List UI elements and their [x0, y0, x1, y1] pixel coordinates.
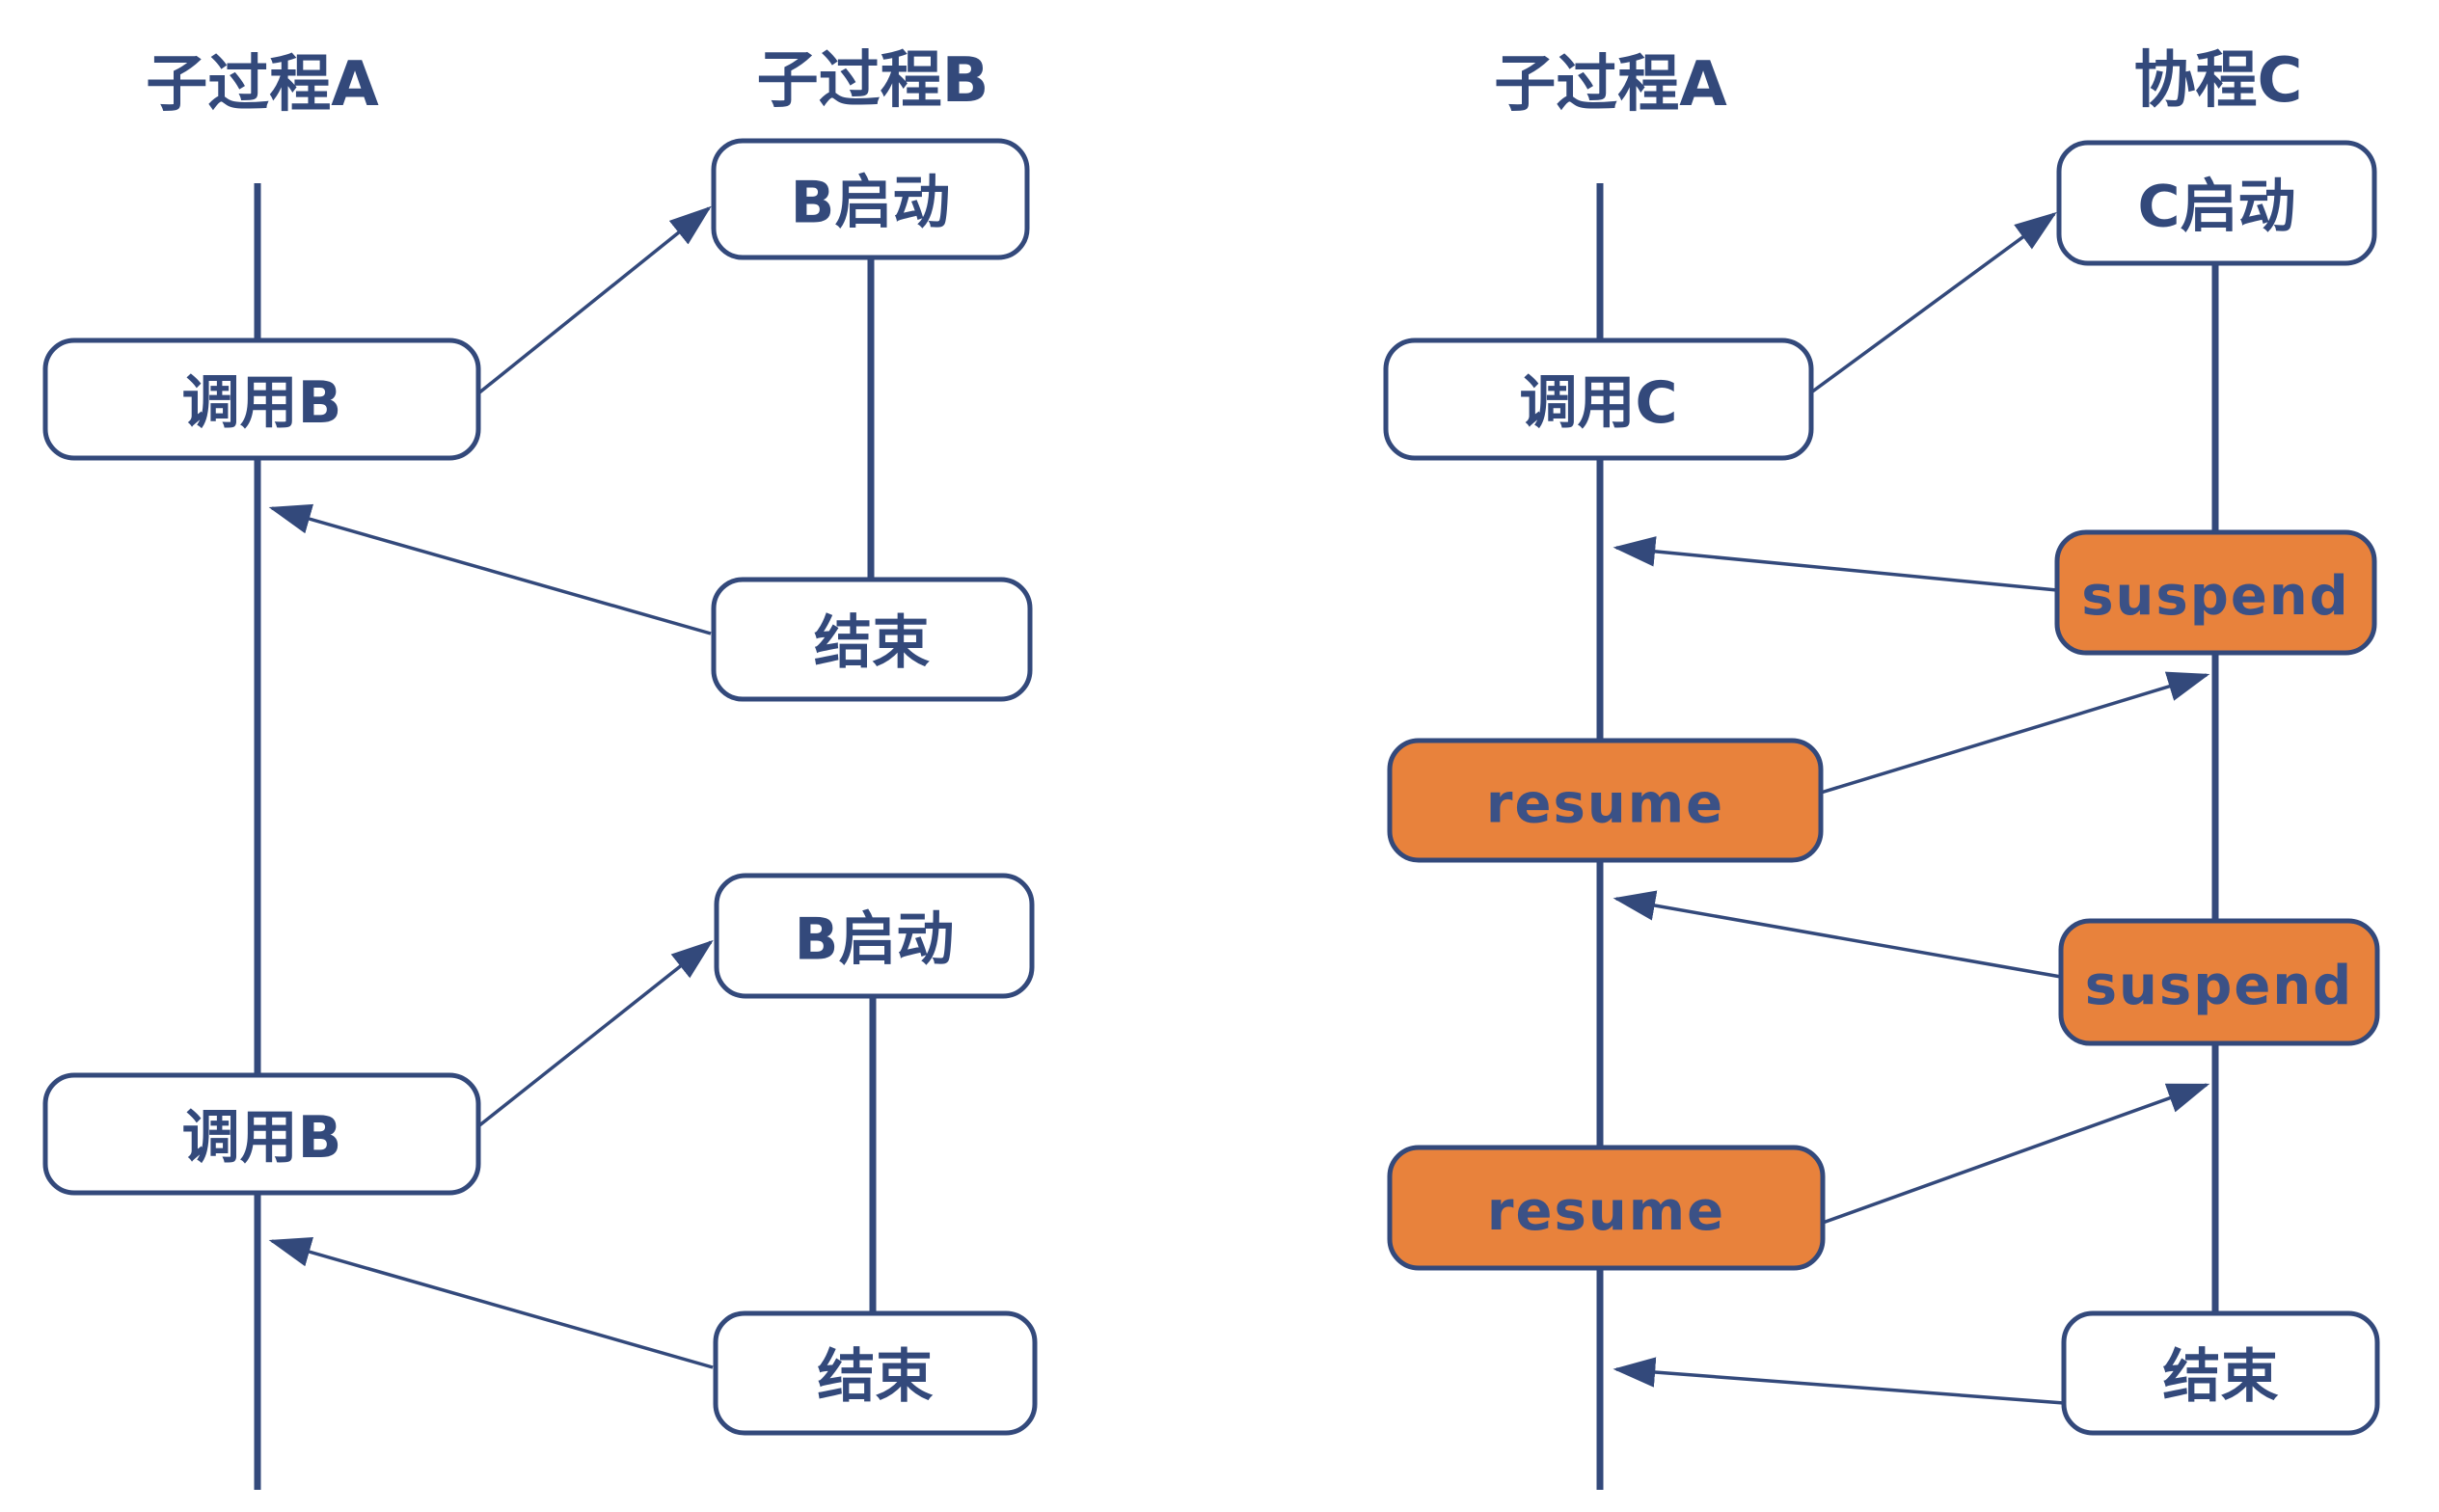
box-suspend-2: suspend	[2058, 918, 2380, 1046]
box-end-c-shape	[2061, 1310, 2380, 1436]
actor-subprocess-b: 子过程B	[757, 45, 989, 117]
box-suspend-1-label: suspend	[2081, 565, 2350, 628]
box-b-start-1: B启动	[711, 138, 1030, 260]
arrow-suspend2-to-A	[1612, 890, 2062, 979]
box-b-start-2: B启动	[714, 873, 1035, 999]
box-call-b-1-shape	[42, 338, 481, 461]
box-end-1-shape	[711, 577, 1033, 702]
arrow-resume1-to-C	[1820, 671, 2210, 795]
box-resume-2-shape	[1387, 1145, 1826, 1271]
arrow-callC-to-Cstart	[1809, 211, 2057, 394]
box-end-2-label: 结束	[818, 1343, 934, 1411]
box-call-c: 调用C	[1383, 338, 1814, 461]
box-resume-1: resume	[1387, 738, 1824, 863]
box-end-1: 结束	[711, 577, 1033, 702]
box-call-c-label: 调用C	[1519, 369, 1677, 437]
box-call-b-1-label: 调用B	[182, 369, 342, 437]
box-call-b-2: 调用B	[42, 1072, 481, 1196]
box-c-start-label: C启动	[2137, 174, 2295, 241]
arrow-resume2-to-C	[1822, 1083, 2210, 1225]
box-b-start-1-shape	[711, 138, 1030, 260]
arrow-suspend1-to-A	[1612, 536, 2058, 592]
arrow-callB2-to-Bstart2	[476, 939, 714, 1128]
box-resume-2-label: resume	[1487, 1180, 1725, 1243]
box-resume-1-shape	[1387, 738, 1824, 863]
box-call-b-2-shape	[42, 1072, 481, 1196]
box-suspend-1-shape	[2054, 529, 2377, 656]
box-end-2-shape	[713, 1310, 1038, 1436]
box-b-start-2-shape	[714, 873, 1035, 999]
box-b-start-1-label: B启动	[791, 170, 951, 237]
box-c-start: C启动	[2056, 140, 2377, 266]
actor-subprocess-a2: 子过程A	[1494, 49, 1727, 121]
box-call-b-1: 调用B	[42, 338, 481, 461]
box-resume-2: resume	[1387, 1145, 1826, 1271]
arrow-callB1-to-Bstart1	[476, 205, 712, 395]
arrow-endC-to-A	[1612, 1357, 2065, 1405]
box-suspend-2-label: suspend	[2085, 955, 2354, 1017]
box-c-start-shape	[2056, 140, 2377, 266]
box-b-start-2-label: B启动	[795, 906, 955, 974]
box-suspend-1: suspend	[2054, 529, 2377, 656]
box-end-2: 结束	[713, 1310, 1038, 1436]
box-suspend-2-shape	[2058, 918, 2380, 1046]
actor-subprocess-a: 子过程A	[146, 49, 379, 121]
actor-coroutine-c: 协程C	[2134, 45, 2303, 117]
box-end-1-label: 结束	[814, 609, 930, 677]
box-call-b-2-label: 调用B	[182, 1104, 342, 1172]
arrow-end1-to-A	[268, 503, 712, 635]
box-end-c-label: 结束	[2163, 1343, 2279, 1411]
box-resume-1-label: resume	[1486, 773, 1724, 836]
arrow-end2-to-A	[268, 1236, 714, 1369]
box-end-c: 结束	[2061, 1310, 2380, 1436]
box-call-c-shape	[1383, 338, 1814, 461]
